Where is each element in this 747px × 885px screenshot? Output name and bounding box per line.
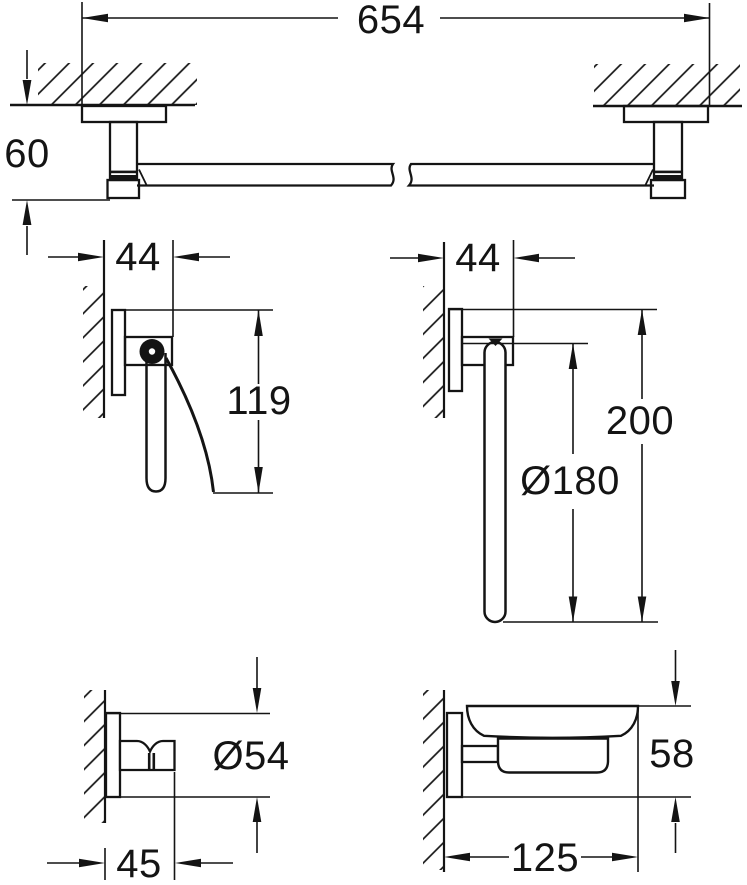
bracket-arm [460,744,500,764]
towel-ring-fixture [447,307,515,624]
soap-dish-profile [465,704,640,739]
ring-profile [483,340,507,624]
dim-depth-45 [47,772,233,880]
dim-label-paper-holder-height: 119 [226,379,292,423]
dim-label-towel-ring-diameter: Ø180 [520,459,620,503]
dim-depth-44 [48,240,230,337]
dim-rosette-diameter-54 [106,657,270,853]
bar-left-segment [137,162,396,187]
dim-width-654 [81,2,711,106]
dim-height-200 [449,308,658,623]
dim-label-towel-bar-offset: 60 [4,132,50,176]
dim-depth-44 [390,240,575,337]
soap-dish-fixture [445,704,640,799]
mount-plate [110,308,127,397]
towel-bar-fixture [80,104,710,200]
hook-fixture [104,711,176,799]
hook-stem [147,753,156,770]
towel-ring-drawing [390,240,658,624]
robe-hook-drawing [47,657,270,880]
mount-plate [447,307,464,393]
bar-right-segment [406,162,654,187]
mount-plate [80,104,168,124]
dim-label-hook-depth: 45 [116,842,162,885]
dim-label-soap-dish-height: 58 [649,732,695,776]
mount-plate [104,711,122,799]
dim-label-towel-bar-width: 654 [356,0,426,42]
dim-offset-60 [12,50,110,255]
wall-hatch [83,286,104,418]
dim-label-towel-ring-height: 200 [605,399,675,443]
dim-label-towel-ring-depth: 44 [455,236,501,280]
roller-loop [145,352,167,493]
dim-label-hook-diameter: Ø54 [212,734,290,778]
bar-end-chamfers [138,169,654,187]
towel-bar-drawing [10,2,742,255]
dim-label-paper-holder-depth: 44 [115,235,161,279]
bracket-arm [123,335,174,367]
wall-hatch [84,690,105,823]
dim-ring-diameter-180 [462,342,588,622]
wall-hatch [38,63,197,105]
ring-mount-wedge [488,338,503,346]
dim-height-58 [447,650,691,853]
mount-plate [445,711,464,799]
wall-hatch [594,64,740,106]
swing-arm-curve [164,357,215,493]
hook-body [118,739,176,772]
dim-height-119 [112,309,273,494]
mount-plate [622,104,710,124]
toilet-paper-holder-drawing [48,240,273,494]
soap-dish-drawing [423,650,691,872]
dim-label-soap-dish-depth: 125 [510,836,580,880]
dish-holder-ring [496,737,610,774]
wall-hatch [423,690,444,870]
mount-foot [106,178,141,200]
wall-hatch [423,286,444,418]
mount-foot [649,178,687,200]
dim-depth-125 [444,706,639,872]
